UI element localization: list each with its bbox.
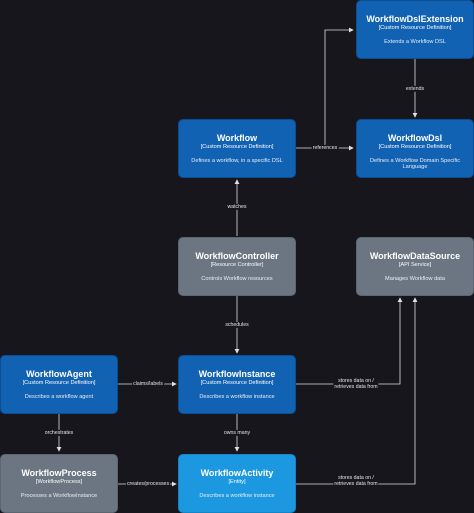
edge-label-orchestrates: orchestrates bbox=[43, 429, 75, 437]
node-desc: Extends a Workflow DSL bbox=[384, 38, 446, 45]
node-workflow-dsl-extension[interactable]: WorkflowDslExtension [Custom Resource De… bbox=[356, 0, 474, 59]
edge-label-extends: extends bbox=[404, 85, 426, 93]
node-kind: [Custom Resource Definition] bbox=[200, 380, 274, 387]
node-workflow[interactable]: Workflow [Custom Resource Definition] De… bbox=[178, 119, 296, 178]
edge-instance-datasource bbox=[296, 297, 403, 385]
edge-label-line: retrieves data from bbox=[334, 384, 378, 390]
node-desc: Describes a workflow instance bbox=[199, 393, 275, 400]
node-title: WorkflowProcess bbox=[21, 468, 97, 478]
node-workflow-activity[interactable]: WorkflowActivity [Entity] Describes a wo… bbox=[178, 454, 296, 513]
node-title: WorkflowAgent bbox=[26, 369, 92, 379]
node-desc: Describes a workflow instance bbox=[199, 492, 275, 499]
node-workflow-controller[interactable]: WorkflowController [Resource Controller]… bbox=[178, 237, 296, 296]
node-kind: [Custom Resource Definition] bbox=[378, 144, 452, 151]
node-kind: [Custom Resource Definition] bbox=[22, 380, 96, 387]
node-workflow-process[interactable]: WorkflowProcess [WorkflowProcess] Proces… bbox=[0, 454, 118, 513]
node-desc: Defines a workflow, in a specific DSL bbox=[191, 157, 283, 164]
node-kind: [API Service] bbox=[398, 262, 432, 269]
node-kind: [Custom Resource Definition] bbox=[200, 144, 274, 151]
node-kind: [WorkflowProcess] bbox=[35, 479, 83, 486]
node-workflow-instance[interactable]: WorkflowInstance [Custom Resource Defini… bbox=[178, 355, 296, 414]
edge-label-watches: watches bbox=[226, 203, 248, 211]
edge-label-line: stores data on / bbox=[338, 474, 374, 481]
edge-label-line: retrieves data from bbox=[334, 481, 378, 487]
node-desc: Manages Workflow data bbox=[385, 275, 445, 282]
node-title: WorkflowActivity bbox=[200, 468, 274, 478]
node-workflow-agent[interactable]: WorkflowAgent [Custom Resource Definitio… bbox=[0, 355, 118, 414]
edge-label-owns-many: owns many bbox=[222, 429, 252, 437]
node-title: WorkflowDsl bbox=[387, 133, 443, 143]
node-workflow-dsl[interactable]: WorkflowDsl [Custom Resource Definition]… bbox=[356, 119, 474, 178]
edge-activity-datasource bbox=[296, 297, 418, 485]
node-title: WorkflowController bbox=[195, 251, 279, 261]
node-kind: [Entity] bbox=[228, 479, 246, 486]
edge-label-stores-activity: stores data on / retrieves data from bbox=[333, 474, 379, 488]
node-desc: Controls Workflow resources bbox=[201, 275, 273, 282]
node-title: Workflow bbox=[216, 133, 258, 143]
node-desc: Defines a Workflow Domain Specific Langu… bbox=[369, 157, 461, 171]
edge-label-creates-processes: creates/processes bbox=[125, 480, 171, 488]
edge-label-line: stores data on / bbox=[338, 377, 374, 384]
node-title: WorkflowInstance bbox=[198, 369, 276, 379]
node-title: WorkflowDslExtension bbox=[366, 14, 464, 24]
edge-references-extension bbox=[324, 27, 354, 148]
edge-label-references: references bbox=[311, 144, 339, 152]
node-desc: Processes a WorkflowInstance bbox=[20, 492, 98, 499]
node-kind: [Custom Resource Definition] bbox=[378, 25, 452, 32]
edge-label-claims-labels: claims/labels bbox=[132, 380, 164, 388]
edge-label-schedules: schedules bbox=[224, 321, 250, 329]
node-kind: [Resource Controller] bbox=[210, 262, 264, 269]
node-workflow-data-source[interactable]: WorkflowDataSource [API Service] Manages… bbox=[356, 237, 474, 296]
edge-label-stores-instance: stores data on / retrieves data from bbox=[333, 377, 379, 391]
node-desc: Describes a workflow agent bbox=[24, 393, 94, 400]
node-title: WorkflowDataSource bbox=[369, 251, 461, 261]
